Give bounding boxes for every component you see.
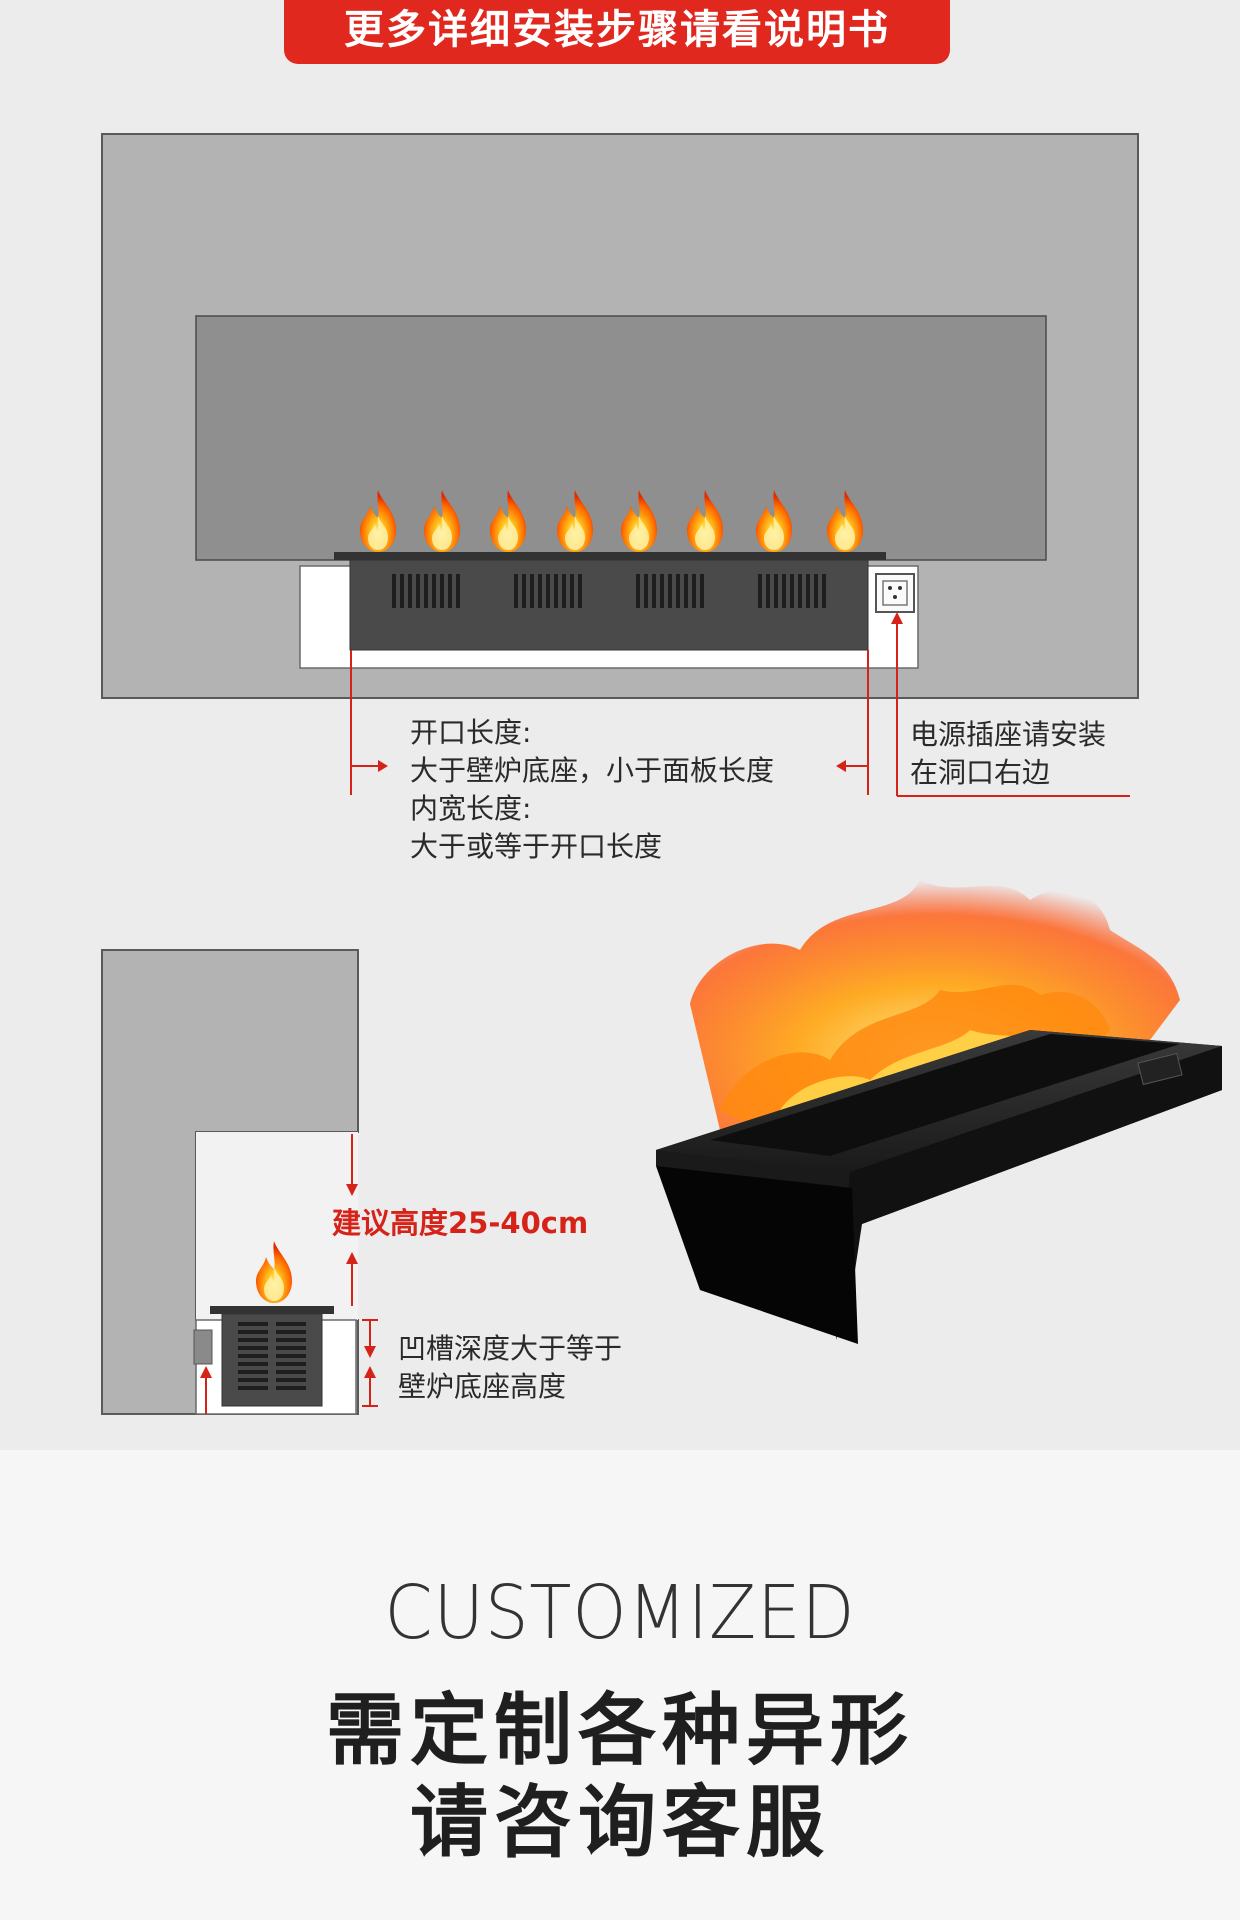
side-vent: [238, 1322, 306, 1390]
customized-heading-en: CUSTOMIZED: [384, 1570, 856, 1656]
installation-diagram: [101, 133, 1222, 1415]
fireplace-base: [349, 559, 869, 651]
customized-line2: 请咨询客服: [409, 1778, 830, 1868]
customized-section: [0, 1450, 1240, 1920]
inner-width-title: 内宽长度:: [410, 792, 532, 825]
opening-length-title: 开口长度:: [410, 716, 532, 749]
socket-note-line1: 电源插座请安装: [910, 718, 1107, 751]
dimension-lines-front: [350, 618, 1130, 797]
power-socket-icon: [875, 573, 915, 613]
vent-grilles: [392, 574, 826, 608]
socket-note-line2: 在洞口右边: [910, 756, 1051, 789]
customized-heading-cn: 需定制各种异形 请咨询客服: [0, 1685, 1240, 1869]
side-burner-plate: [210, 1306, 334, 1314]
side-socket: [193, 1329, 213, 1365]
glass-panel: [195, 315, 1047, 561]
burner-top-plate: [334, 552, 886, 560]
dimension-arrowheads-front: [378, 612, 903, 772]
customized-line1: 需定制各种异形: [325, 1686, 914, 1776]
height-note: 建议高度25-40cm: [332, 1206, 589, 1240]
side-fireplace-base: [221, 1313, 323, 1407]
opening-length-desc: 大于壁炉底座，小于面板长度: [410, 754, 775, 787]
groove-note-line1: 凹槽深度大于等于: [398, 1332, 623, 1365]
inner-width-desc: 大于或等于开口长度: [410, 830, 663, 863]
install-guide-banner: 更多详细安装步骤请看说明书: [284, 0, 950, 64]
fireplace-product-image: [656, 880, 1222, 1344]
dimension-arrowheads-side: [200, 1184, 376, 1378]
groove-note-line2: 壁炉底座高度: [398, 1370, 567, 1403]
dimension-lines-side: [205, 1134, 378, 1414]
